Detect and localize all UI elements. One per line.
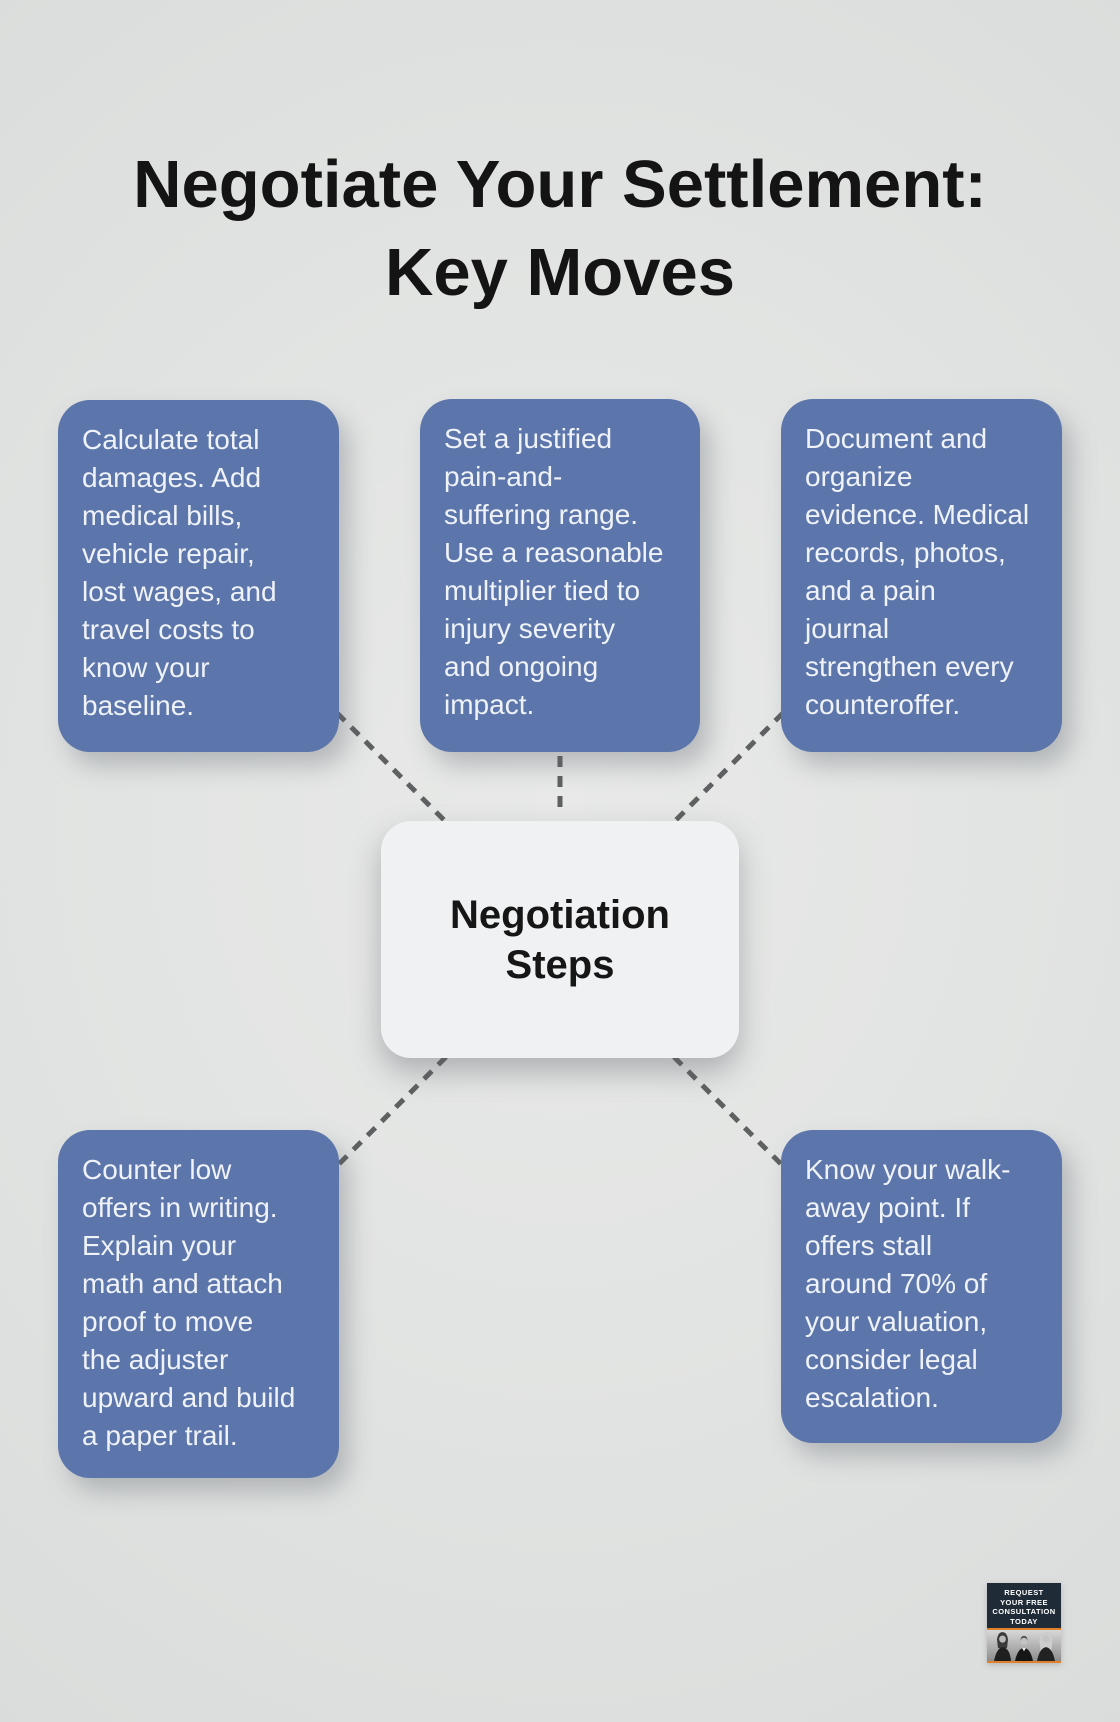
badge-line: REQUEST	[1004, 1588, 1044, 1597]
node-text: Document and organize evidence. Medical …	[805, 423, 1030, 720]
page-title-line1: Negotiate Your Settlement:	[133, 146, 987, 222]
node-counter-low-offers: Counter low offers in writing. Explain y…	[58, 1130, 339, 1478]
node-text: Counter low offers in writing. Explain y…	[82, 1154, 296, 1451]
node-text: Calculate total damages. Add medical bil…	[82, 424, 277, 721]
center-node-negotiation-steps: Negotiation Steps	[381, 821, 739, 1058]
badge-line: CONSULTATION	[992, 1607, 1056, 1617]
page-title: Negotiate Your Settlement: Key Moves	[0, 141, 1120, 317]
page-title-line2: Key Moves	[384, 234, 736, 310]
node-document-evidence: Document and organize evidence. Medical …	[781, 399, 1062, 752]
consultation-badge[interactable]: REQUEST YOUR FREE CONSULTATION TODAY	[987, 1583, 1061, 1663]
consultation-badge-text: REQUEST YOUR FREE CONSULTATION TODAY	[987, 1583, 1061, 1630]
connector-line-bottom-right	[672, 1055, 785, 1168]
law-firm-team-photo	[987, 1630, 1061, 1663]
node-pain-and-suffering-range: Set a justified pain-and- suffering rang…	[420, 399, 700, 752]
node-text: Know your walk- away point. If offers st…	[805, 1154, 1011, 1413]
badge-line: YOUR FREE	[1000, 1597, 1048, 1607]
node-walk-away-point: Know your walk- away point. If offers st…	[781, 1130, 1062, 1443]
node-text: Set a justified pain-and- suffering rang…	[444, 423, 664, 720]
badge-line: TODAY	[1010, 1616, 1038, 1626]
connector-line-bottom-left	[335, 1055, 448, 1168]
node-calculate-damages: Calculate total damages. Add medical bil…	[58, 400, 339, 752]
